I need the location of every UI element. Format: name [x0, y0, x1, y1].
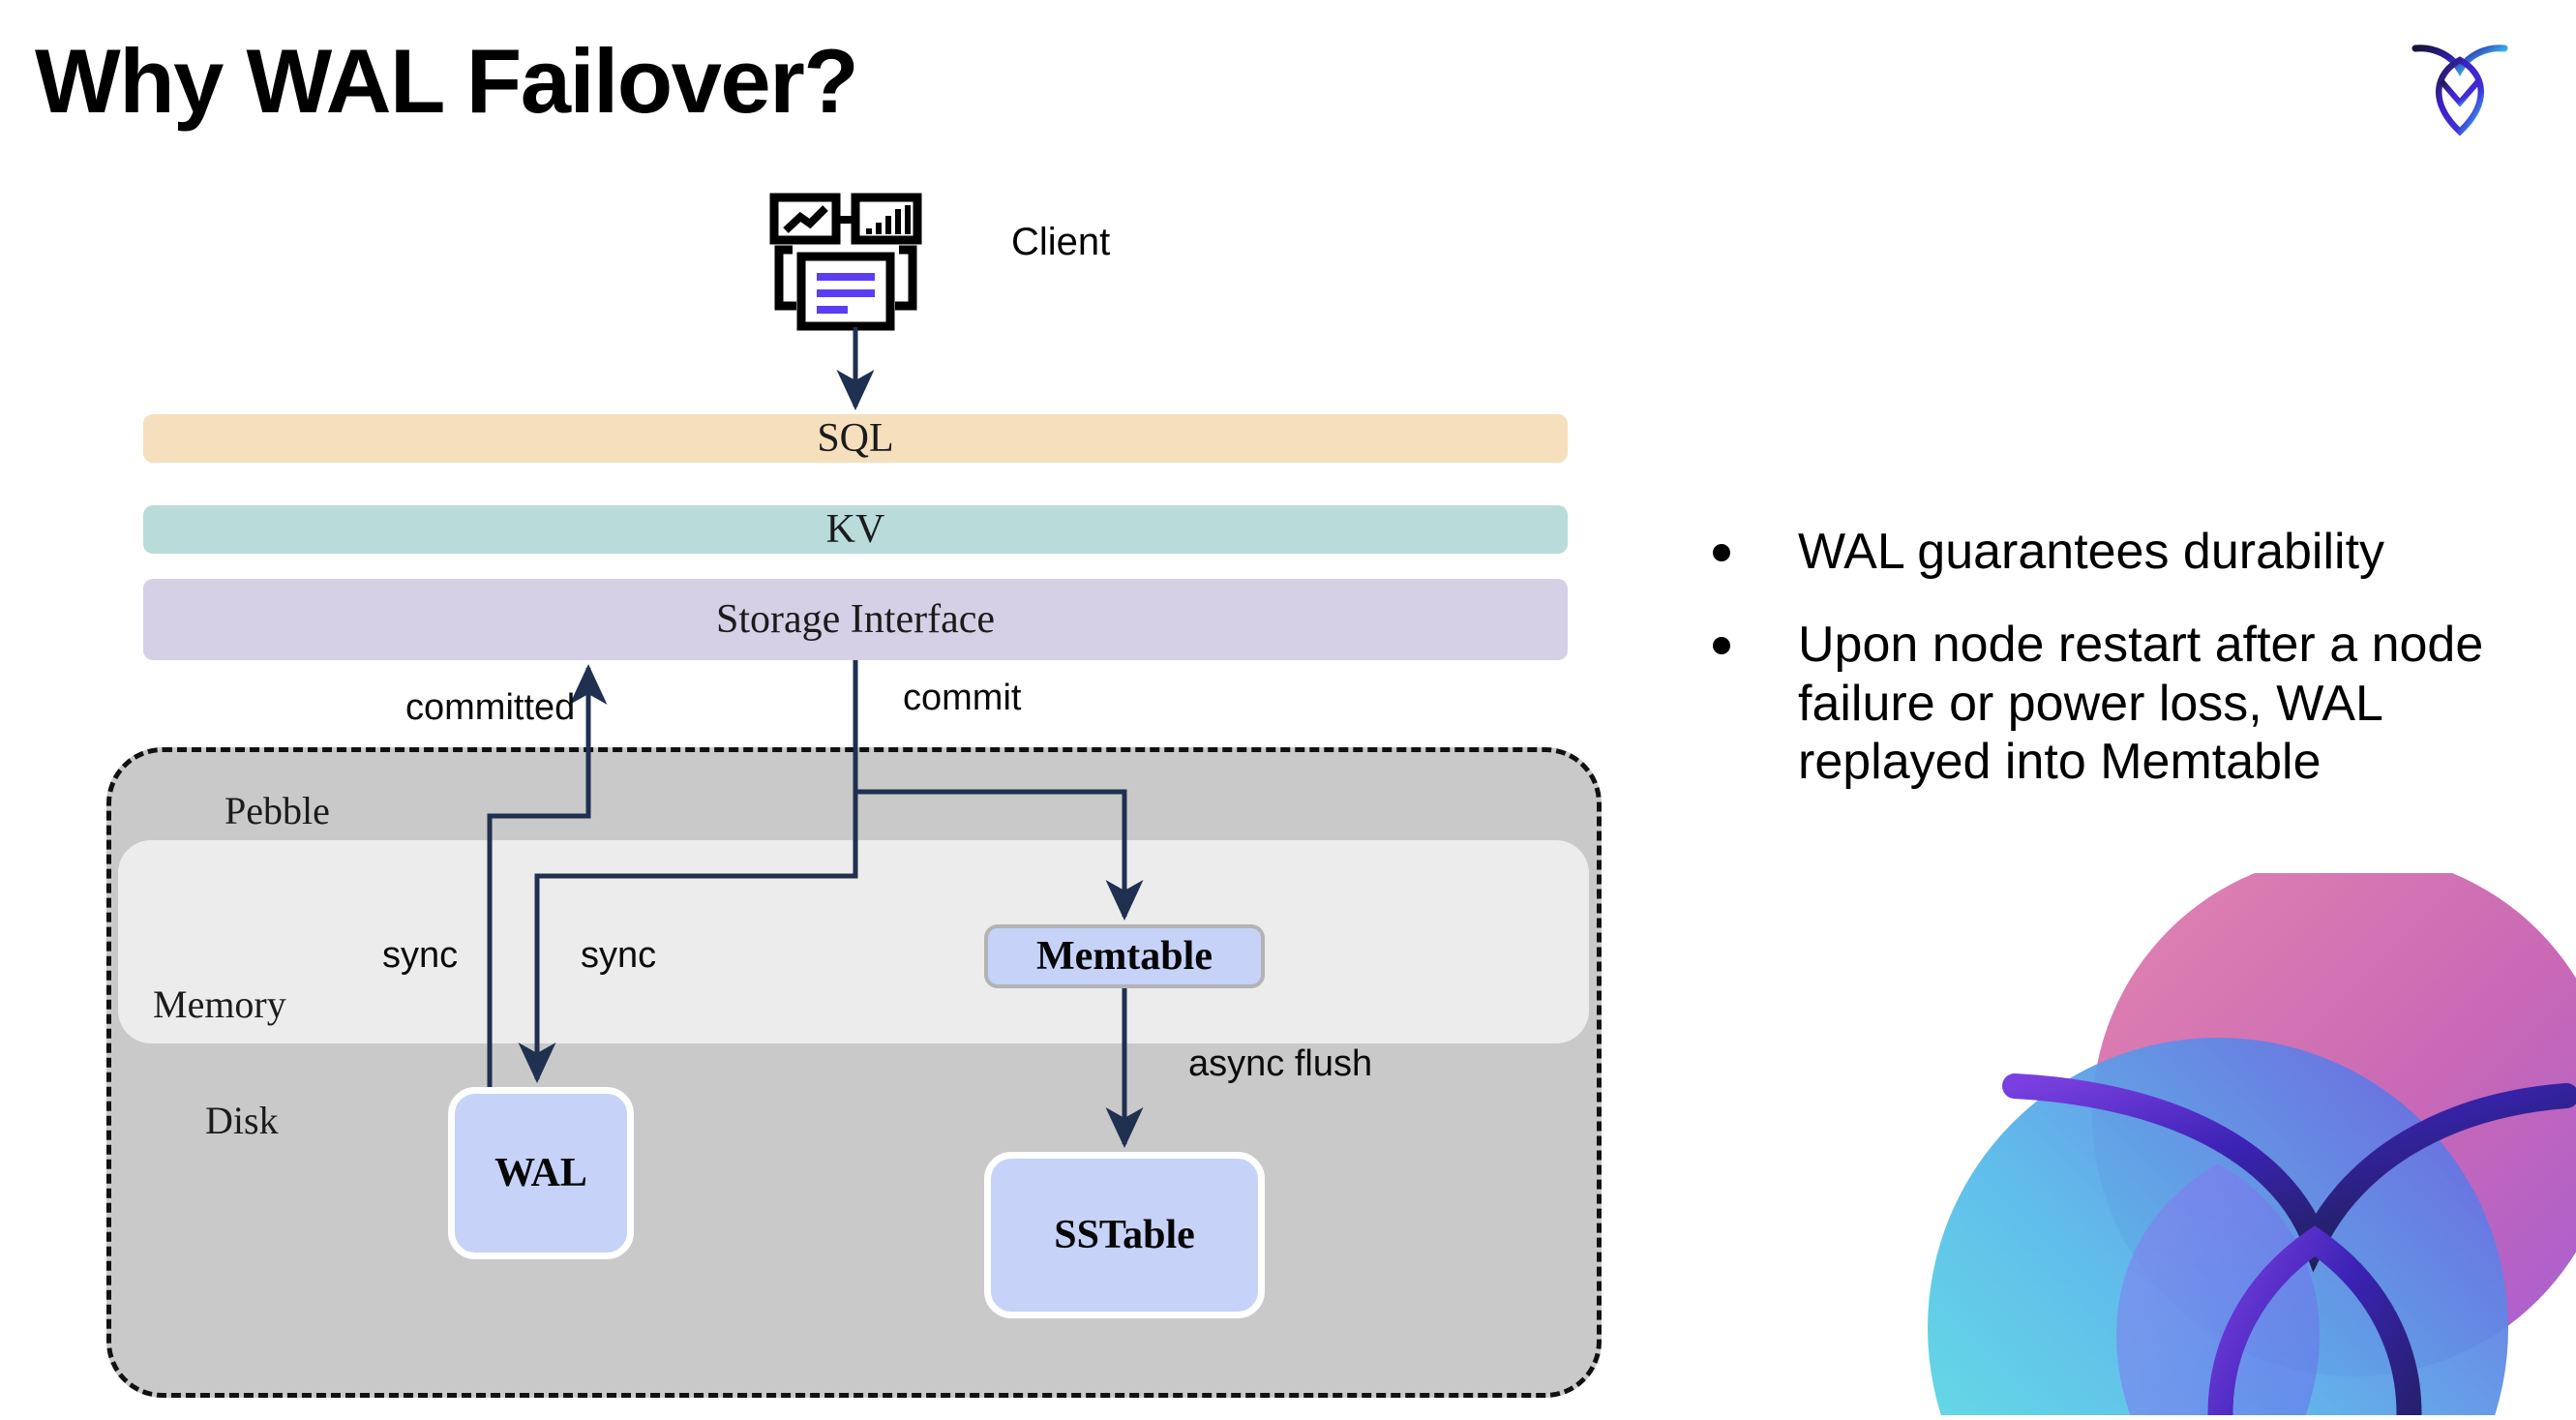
- gradient-circles-decoration: [1899, 854, 2576, 1420]
- memory-label: Memory: [153, 982, 286, 1026]
- architecture-diagram: Client SQL KV Storage Interface Pebble M…: [106, 192, 1602, 1398]
- list-item: Upon node restart after a node failure o…: [1713, 616, 2506, 791]
- layer-bar-sql: SQL: [143, 414, 1568, 463]
- bullet-dot-icon: [1713, 637, 1730, 655]
- bullet-dot-icon: [1713, 544, 1730, 561]
- node-box-memtable: Memtable: [984, 924, 1265, 988]
- list-item: WAL guarantees durability: [1713, 523, 2506, 581]
- client-label: Client: [1011, 221, 1111, 263]
- edge-label-sync-left: sync: [382, 935, 459, 976]
- pebble-label: Pebble: [225, 789, 330, 832]
- memory-region: [118, 840, 1589, 1043]
- edge-label-sync-right: sync: [581, 935, 657, 976]
- client-dashboard-icon: [769, 192, 924, 332]
- layer-bar-storage-interface: Storage Interface: [143, 579, 1568, 660]
- disk-label: Disk: [205, 1099, 279, 1142]
- edge-label-async-flush: async flush: [1188, 1043, 1373, 1084]
- bullet-text: WAL guarantees durability: [1798, 524, 2385, 580]
- bullet-text: Upon node restart after a node failure o…: [1798, 617, 2484, 790]
- node-box-wal: WAL: [448, 1087, 634, 1259]
- page-title: Why WAL Failover?: [35, 30, 859, 132]
- edge-label-commit: commit: [903, 678, 1022, 718]
- bullet-list: WAL guarantees durability Upon node rest…: [1713, 523, 2506, 826]
- edge-label-committed: committed: [405, 687, 576, 728]
- layer-bar-kv: KV: [143, 505, 1568, 554]
- node-box-sstable: SSTable: [984, 1152, 1265, 1318]
- cockroach-logo-icon: [2402, 27, 2518, 143]
